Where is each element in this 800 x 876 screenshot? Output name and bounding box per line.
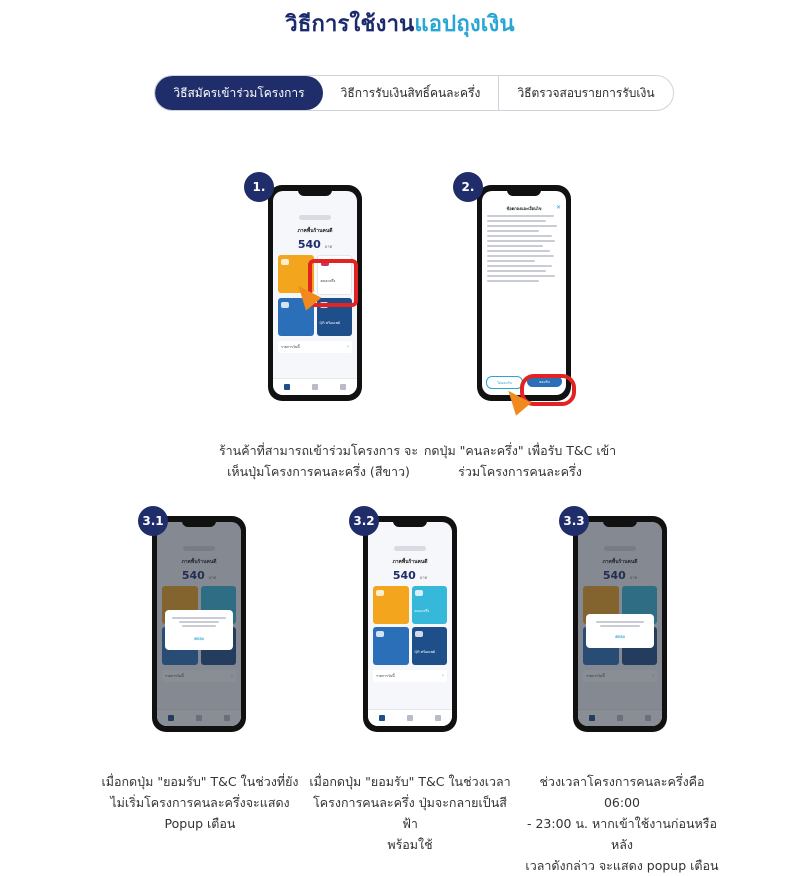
title-main: วิธีการใช้งาน — [285, 12, 415, 37]
phone-screen: ภาคพื้นร้านคนดี 540 บาท คนละครึ่ง QR พร้… — [368, 522, 452, 726]
phone-mockup-step-3-3: ภาคพื้นร้านคนดี 540 บาท รายการวันนี้› ตก… — [573, 516, 667, 732]
phone-screen: ภาคพื้นร้านคนดี 540 บาท รายการวันนี้› ตก… — [578, 522, 662, 726]
step-badge-1: 1. — [244, 172, 274, 202]
phone-screen: ✕ ข้อตกลงและเงื่อนไข ไม่ยอมรับ ยอมรับ — [482, 191, 566, 395]
close-icon[interactable]: ✕ — [555, 204, 561, 211]
warning-popup: ตกลง — [165, 610, 233, 650]
accept-button[interactable]: ยอมรับ — [527, 376, 562, 387]
step-badge-3-1: 3.1 — [138, 506, 168, 536]
step-badge-2: 2. — [453, 172, 483, 202]
tab-check-transactions[interactable]: วิธีตรวจสอบรายการรับเงิน — [517, 85, 655, 100]
highlight-box — [520, 374, 576, 406]
step-caption-2: กดปุ่ม "คนละครึ่ง" เพื่อรับ T&C เข้า ร่ว… — [423, 443, 617, 479]
popup-ok-button[interactable]: ตกลง — [615, 634, 625, 639]
popup-ok-button[interactable]: ตกลง — [194, 636, 204, 641]
tab-bar: วิธีสมัครเข้าร่วมโครงการ วิธีการรับเงินส… — [154, 75, 674, 111]
step-caption-1: ร้านค้าที่สามารถเข้าร่วมโครงการ จะ เห็นป… — [218, 443, 419, 479]
step-caption-3-3: ช่วงเวลาโครงการคนละครึ่งคือ 06:00 - 23:0… — [525, 774, 719, 873]
phone-mockup-step-3-1: ภาคพื้นร้านคนดี 540 บาท รายการวันนี้› ตก… — [152, 516, 246, 732]
highlight-box — [308, 259, 358, 307]
page-title: วิธีการใช้งานแอปถุงเงิน — [0, 6, 800, 41]
step-caption-3-1: เมื่อกดปุ่ม "ยอมรับ" T&C ในช่วงที่ยัง ไม… — [101, 774, 299, 831]
title-accent: แอปถุงเงิน — [414, 12, 515, 37]
warning-popup: ตกลง — [586, 614, 654, 648]
step-badge-3-2: 3.2 — [349, 506, 379, 536]
phone-mockup-step-2: ✕ ข้อตกลงและเงื่อนไข ไม่ยอมรับ ยอมรับ — [477, 185, 571, 401]
tab-register[interactable]: วิธีสมัครเข้าร่วมโครงการ — [155, 76, 323, 110]
step-badge-3-3: 3.3 — [559, 506, 589, 536]
khon-la-khrueng-tile-active[interactable]: คนละครึ่ง — [411, 586, 447, 624]
phone-mockup-step-3-2: ภาคพื้นร้านคนดี 540 บาท คนละครึ่ง QR พร้… — [363, 516, 457, 732]
phone-screen: ภาคพื้นร้านคนดี 540 บาท รายการวันนี้› ตก… — [157, 522, 241, 726]
tab-receive-money[interactable]: วิธีการรับเงินสิทธิ์คนละครึ่ง — [323, 76, 499, 110]
step-caption-3-2: เมื่อกดปุ่ม "ยอมรับ" T&C ในช่วงเวลา โครง… — [309, 774, 511, 852]
